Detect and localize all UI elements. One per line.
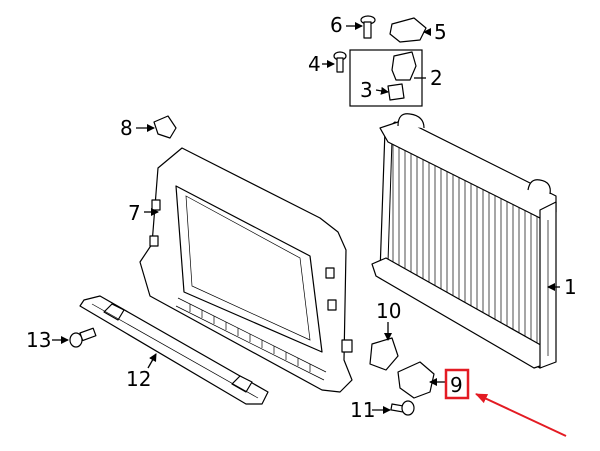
clip-part-8 — [153, 115, 177, 139]
callout-3: 3 — [360, 78, 373, 102]
callout-10: 10 — [376, 299, 401, 323]
screw-part-4 — [333, 51, 347, 73]
callout-5: 5 — [434, 20, 447, 44]
radiator-support-part — [139, 147, 353, 393]
callout-7: 7 — [128, 201, 141, 225]
callout-11: 11 — [350, 398, 375, 422]
bolt-part-13 — [69, 327, 97, 348]
insulator-part-3 — [387, 83, 405, 101]
callout-13: 13 — [26, 328, 51, 352]
bracket-part-10 — [369, 337, 399, 371]
bracket-part-9 — [397, 361, 435, 399]
highlight-box-9 — [444, 368, 470, 400]
lower-deflector-part — [79, 295, 269, 405]
callout-1: 1 — [564, 275, 577, 299]
callout-12: 12 — [126, 367, 151, 391]
radiator-part — [371, 113, 557, 369]
mount-part-2 — [391, 51, 417, 81]
red-pointer-arrow — [475, 393, 567, 437]
callout-2: 2 — [430, 66, 443, 90]
bracket-part-5 — [389, 17, 427, 43]
screw-part-6 — [360, 15, 376, 39]
leader-lines — [52, 22, 560, 414]
callout-4: 4 — [308, 52, 321, 76]
callout-9: 9 — [450, 373, 463, 397]
callout-8: 8 — [120, 116, 133, 140]
bolt-part-11 — [390, 400, 415, 416]
callout-6: 6 — [330, 13, 343, 37]
